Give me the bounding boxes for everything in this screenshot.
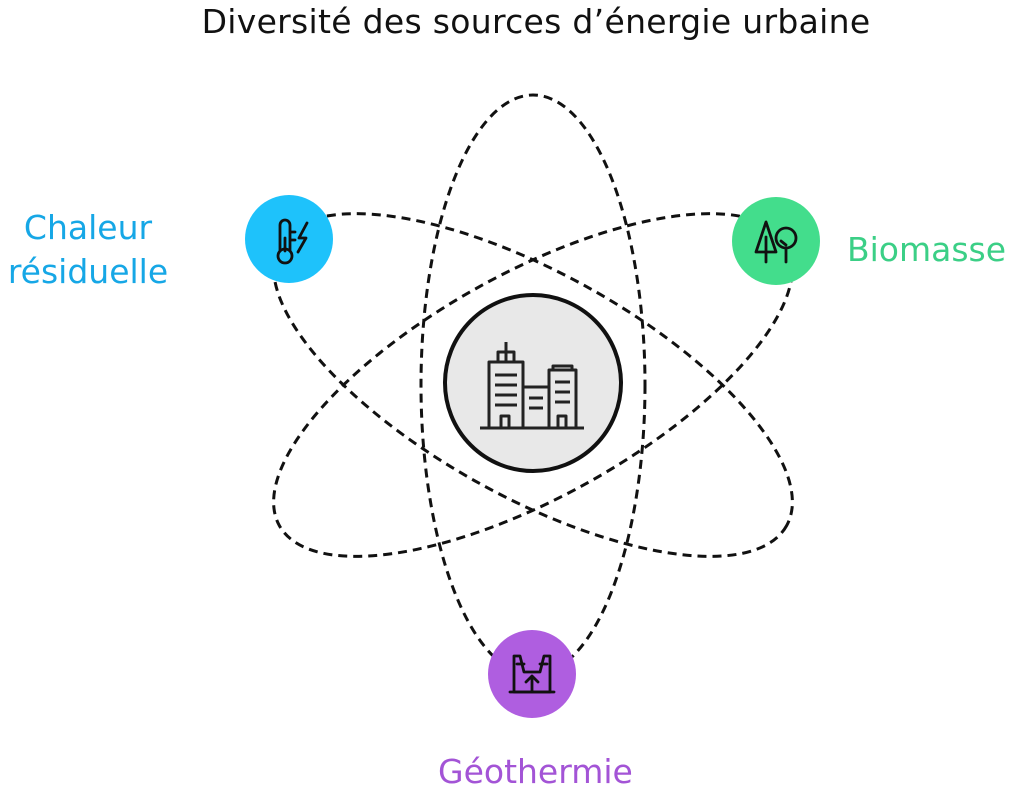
thermometer-lightning-icon: [276, 218, 309, 265]
buildings-icon: [480, 342, 584, 430]
center-hub: [443, 293, 623, 473]
node-geothermal: [488, 630, 576, 718]
label-geothermal: Géothermie: [438, 752, 633, 791]
diagram-title: Diversité des sources d’énergie urbaine: [201, 2, 871, 41]
label-biomass: Biomasse: [847, 230, 1007, 269]
label-heat: Chaleur résiduelle: [7, 208, 169, 291]
node-heat: [245, 195, 333, 283]
geothermal-plant-icon: [508, 654, 556, 694]
trees-icon: [754, 220, 798, 264]
node-biomass: [732, 197, 820, 285]
